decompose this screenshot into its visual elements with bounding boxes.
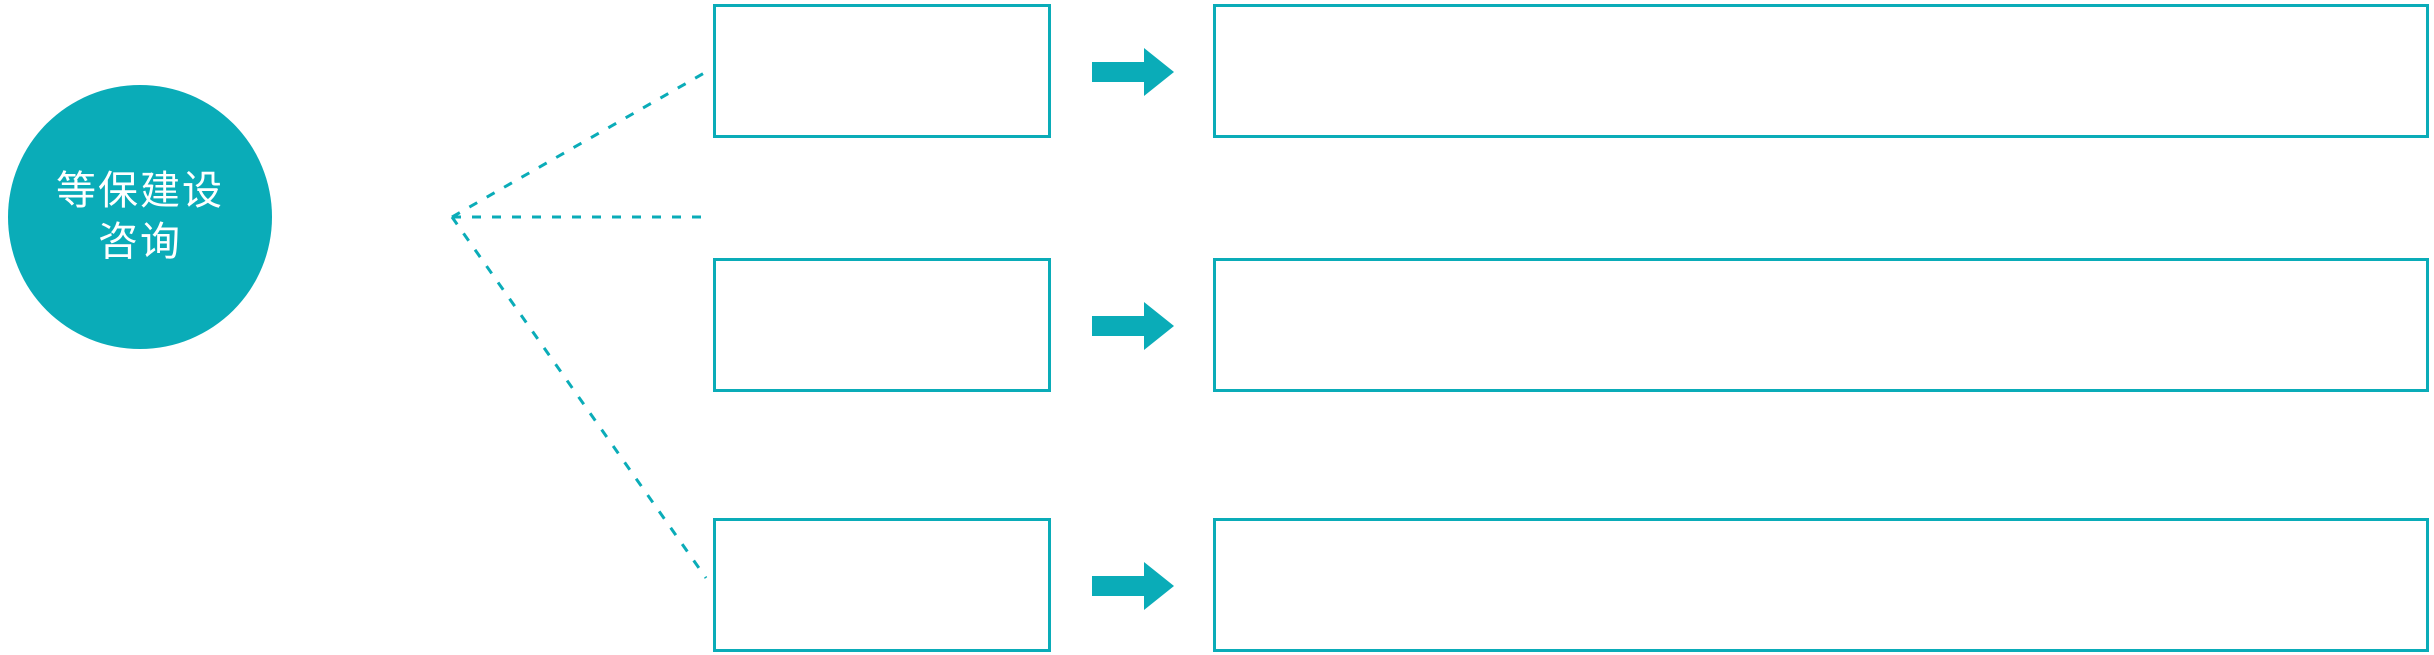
detail-box[interactable] [1213, 4, 2429, 138]
arrow-right-icon [1092, 302, 1174, 350]
stage-box[interactable] [713, 258, 1051, 392]
detail-box[interactable] [1213, 518, 2429, 652]
diagram-row [0, 518, 2434, 654]
diagram-row [0, 258, 2434, 394]
arrow-right-icon [1092, 562, 1174, 610]
stage-box[interactable] [713, 518, 1051, 652]
detail-box[interactable] [1213, 258, 2429, 392]
hub-title-line-2: 咨询 [98, 220, 182, 264]
hub-circle[interactable]: 等保建设 咨询 [8, 85, 272, 349]
stage-box[interactable] [713, 4, 1051, 138]
hub-title-line-1: 等保建设 [56, 168, 224, 213]
arrow-right-icon [1092, 48, 1174, 96]
diagram-row [0, 4, 2434, 140]
